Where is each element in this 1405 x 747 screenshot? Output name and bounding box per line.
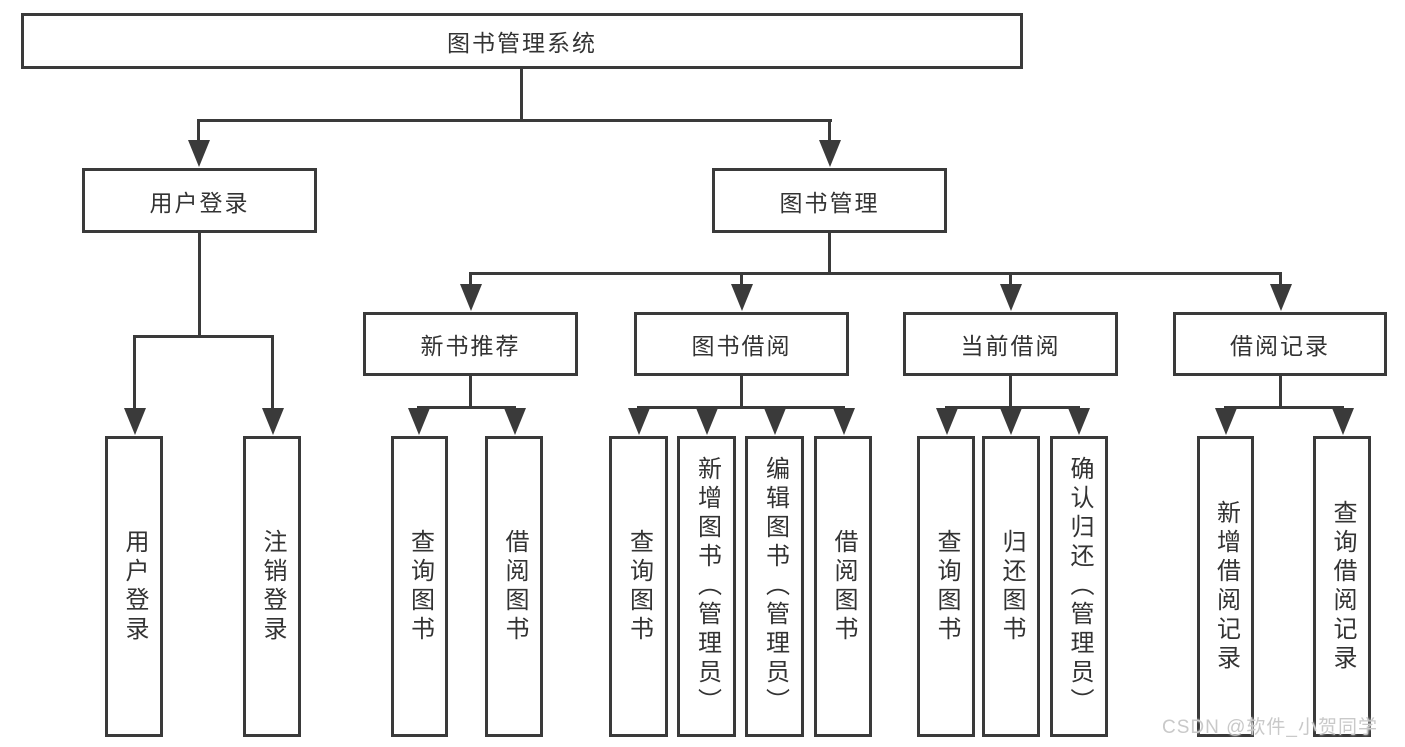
leaf-newbook-borrow-books: 借阅图书 xyxy=(485,436,543,737)
node-book-borrowing: 图书借阅 xyxy=(634,312,849,376)
edge-record-stem xyxy=(1279,376,1282,409)
leaf-label: 新增借阅记录 xyxy=(1212,499,1240,674)
leaf-record-add-borrow-record: 新增借阅记录 xyxy=(1197,436,1254,737)
arrowhead-newbook-query xyxy=(408,408,430,435)
node-label: 图书管理 xyxy=(779,189,880,216)
arrowhead-newbook-borrow xyxy=(504,408,526,435)
arrowhead-record-query xyxy=(1332,408,1354,435)
leaf-logout: 注销登录 xyxy=(243,436,301,737)
leaf-current-return-books: 归还图书 xyxy=(982,436,1040,737)
arrowhead-user-login xyxy=(188,140,210,167)
leaf-label: 查询图书 xyxy=(406,528,434,645)
leaf-current-confirm-return-admin: 确认归还（管理员） xyxy=(1050,436,1108,737)
arrowhead-borrow-record xyxy=(1270,284,1292,311)
arrowhead-borrow-edit xyxy=(764,408,786,435)
edge-to-leaf-user-login xyxy=(133,335,136,411)
leaf-label: 查询借阅记录 xyxy=(1329,499,1356,674)
node-new-book-recommend: 新书推荐 xyxy=(363,312,578,376)
edge-to-user-login xyxy=(197,119,200,142)
edge-to-current-borrow xyxy=(1009,272,1012,286)
leaf-newbook-query-books: 查询图书 xyxy=(391,436,448,737)
node-label: 借阅记录 xyxy=(1230,333,1330,359)
node-book-management: 图书管理 xyxy=(712,168,947,233)
arrowhead-current-confirm xyxy=(1068,408,1090,435)
leaf-label: 归还图书 xyxy=(998,528,1025,645)
leaf-label: 查询图书 xyxy=(625,528,653,645)
leaf-label: 编辑图书（管理员） xyxy=(761,456,789,717)
csdn-watermark: CSDN @软件_小贺同学 xyxy=(1162,717,1378,738)
node-label: 图书管理系统 xyxy=(447,30,597,56)
leaf-borrowing-query-books: 查询图书 xyxy=(609,436,668,737)
arrowhead-book-mgmt xyxy=(819,140,841,167)
edge-to-book-borrow xyxy=(740,272,743,286)
edge-login-split xyxy=(133,335,274,338)
arrowhead-borrow-query xyxy=(628,408,650,435)
arrowhead-leaf-user-login xyxy=(124,408,146,435)
edge-mgmt-stem xyxy=(828,233,831,275)
arrowhead-current-query xyxy=(936,408,958,435)
arrowhead-borrow-borrow xyxy=(833,408,855,435)
edge-root-split xyxy=(197,119,832,122)
edge-to-leaf-logout xyxy=(271,335,274,411)
leaf-label: 借阅图书 xyxy=(501,528,528,645)
leaf-borrowing-edit-books-admin: 编辑图书（管理员） xyxy=(745,436,804,737)
node-borrowing-records: 借阅记录 xyxy=(1173,312,1387,376)
leaf-user-login: 用户登录 xyxy=(105,436,163,737)
leaf-record-query-borrow-record: 查询借阅记录 xyxy=(1313,436,1371,737)
node-label: 用户登录 xyxy=(149,189,250,216)
edge-borrow-split xyxy=(637,406,845,409)
arrowhead-new-book xyxy=(460,284,482,311)
leaf-label: 查询图书 xyxy=(933,528,960,645)
edge-to-book-mgmt xyxy=(828,119,831,142)
arrowhead-leaf-logout xyxy=(262,408,284,435)
edge-root-stem xyxy=(520,69,523,122)
node-user-login: 用户登录 xyxy=(82,168,317,233)
arrowhead-current-borrow xyxy=(1000,284,1022,311)
node-label: 新书推荐 xyxy=(420,333,521,359)
leaf-label: 用户登录 xyxy=(121,528,148,645)
node-label: 图书借阅 xyxy=(691,333,792,359)
arrowhead-borrow-add xyxy=(696,408,718,435)
node-label: 当前借阅 xyxy=(960,333,1061,359)
edge-record-split xyxy=(1224,406,1344,409)
edge-login-stem xyxy=(198,233,201,338)
leaf-borrowing-add-books-admin: 新增图书（管理员） xyxy=(677,436,736,737)
leaf-label: 借阅图书 xyxy=(830,528,857,645)
edge-to-new-book xyxy=(469,272,472,286)
edge-borrow-stem xyxy=(740,376,743,409)
arrowhead-record-add xyxy=(1215,408,1237,435)
edge-to-borrow-record xyxy=(1279,272,1282,286)
leaf-borrowing-borrow-books: 借阅图书 xyxy=(814,436,872,737)
leaf-label: 注销登录 xyxy=(259,528,286,645)
leaf-label: 确认归还（管理员） xyxy=(1066,456,1093,717)
edge-newbook-stem xyxy=(469,376,472,409)
node-library-management-system: 图书管理系统 xyxy=(21,13,1023,69)
arrowhead-book-borrow xyxy=(731,284,753,311)
edge-mgmt-split xyxy=(469,272,1282,275)
leaf-label: 新增图书（管理员） xyxy=(693,456,721,717)
node-current-borrowing: 当前借阅 xyxy=(903,312,1118,376)
arrowhead-current-return xyxy=(1000,408,1022,435)
edge-current-split xyxy=(945,406,1080,409)
edge-current-stem xyxy=(1009,376,1012,409)
leaf-current-query-books: 查询图书 xyxy=(917,436,975,737)
edge-newbook-split xyxy=(417,406,516,409)
